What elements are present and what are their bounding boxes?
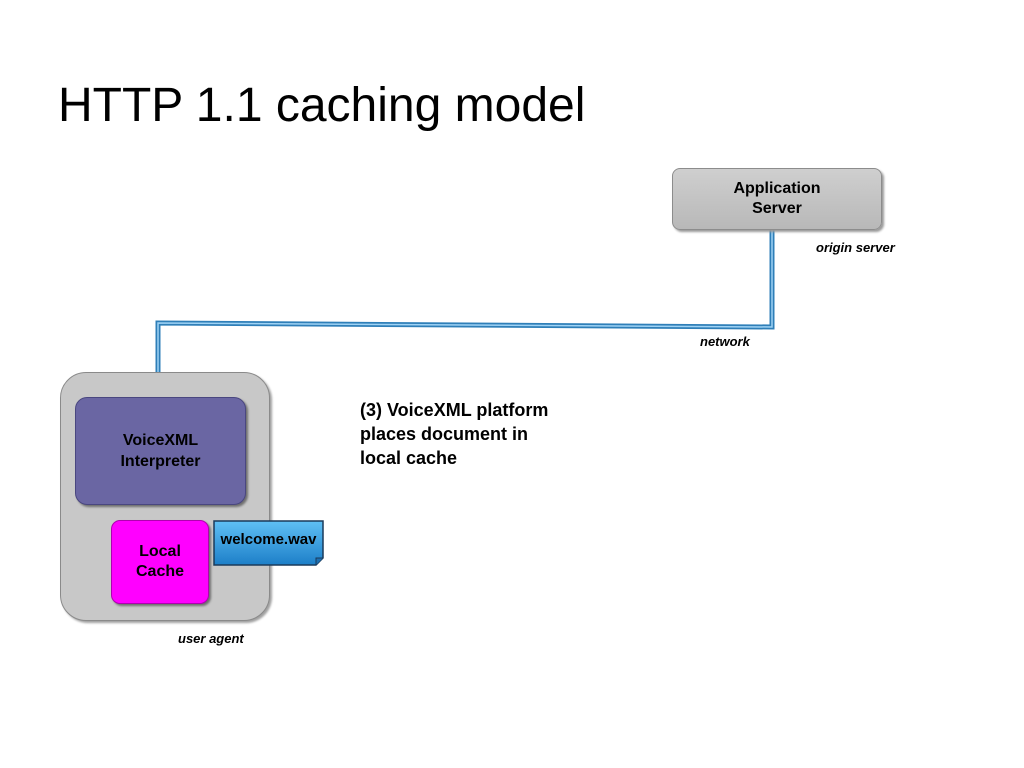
network-connector-outer — [155, 229, 775, 378]
user-agent-label: user agent — [178, 631, 244, 646]
local-cache-box: Local Cache — [111, 520, 209, 604]
network-label: network — [700, 334, 750, 349]
cache-label-line2: Cache — [135, 563, 185, 580]
origin-server-label: origin server — [816, 240, 895, 255]
app-server-label-line2: Server — [752, 200, 802, 217]
document-icon — [213, 520, 324, 566]
cache-label-line1: Local — [139, 543, 181, 560]
interpreter-label-line2: Interpreter — [120, 453, 201, 470]
application-server-box: Application Server — [672, 168, 882, 230]
app-server-label-line1: Application — [733, 180, 821, 197]
interpreter-label-line1: VoiceXML — [122, 432, 199, 449]
document-label: welcome.wav — [220, 531, 317, 548]
voicexml-interpreter-box: VoiceXML Interpreter — [75, 397, 246, 505]
network-connector-inner — [157, 229, 773, 378]
slide-title: HTTP 1.1 caching model — [58, 79, 586, 132]
step-annotation: (3) VoiceXML platform places document in… — [360, 400, 549, 468]
